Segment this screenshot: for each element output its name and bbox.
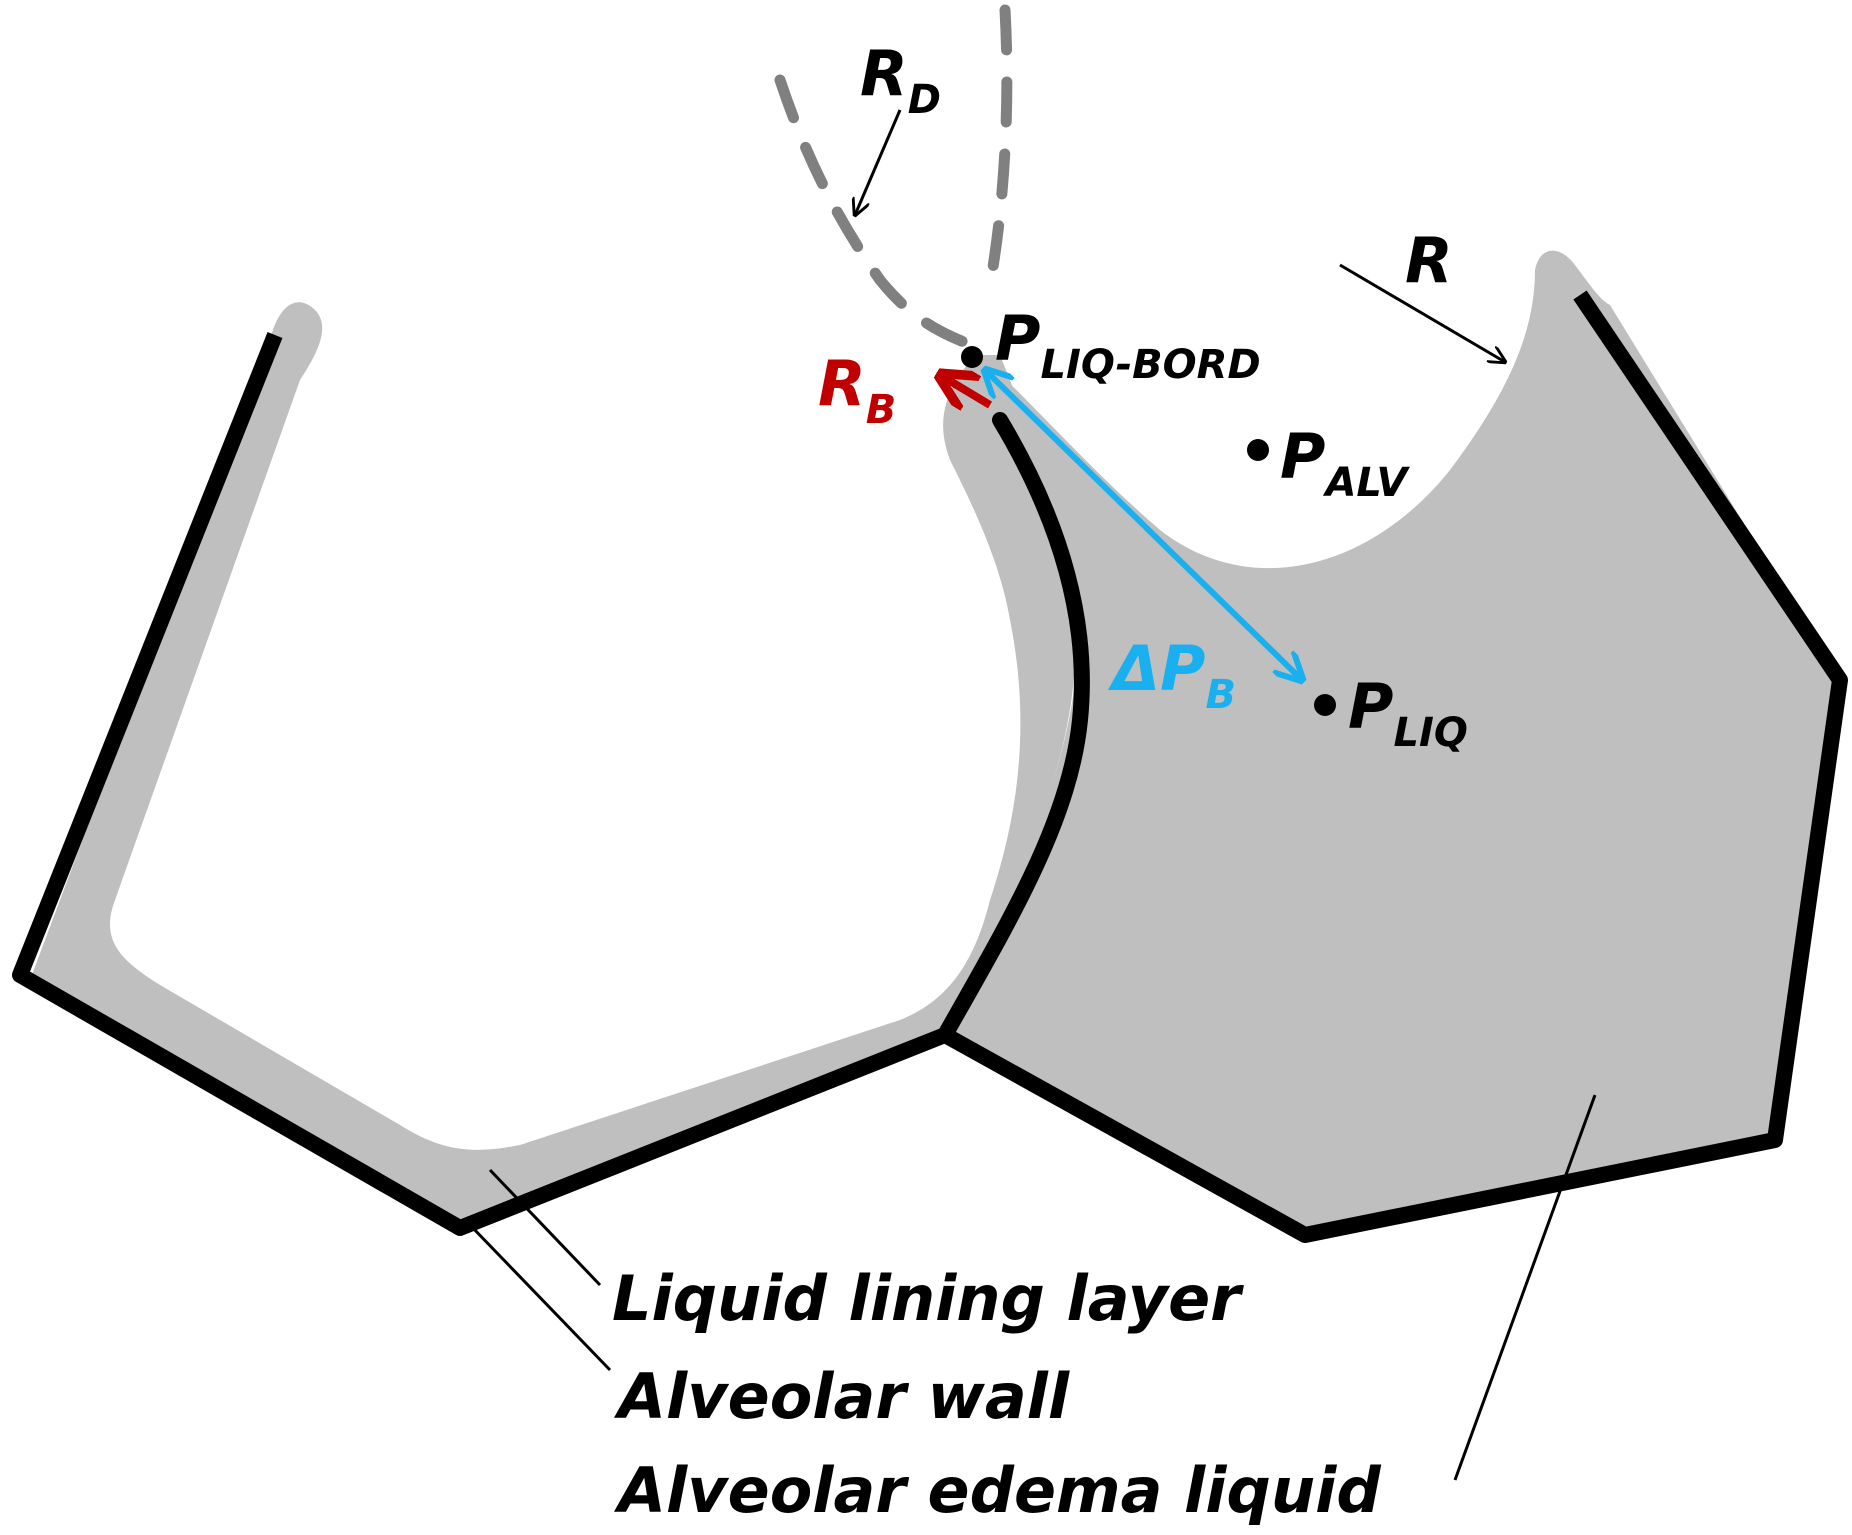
alveolar-wall-leader: [468, 1223, 612, 1372]
liquid-lining-layer-region: [30, 302, 1075, 1225]
legend-alveolar-edema-liquid: Alveolar edema liquid: [613, 1454, 1381, 1527]
dashed-curve-vertical: [984, 4, 1013, 291]
p-liq-bord-point: [961, 346, 983, 368]
p-liq-label: PLIQ: [1348, 670, 1468, 756]
p-alv-label: PALV: [1280, 420, 1410, 506]
alveolar-edema-liquid-leader: [1453, 1094, 1597, 1481]
legend-liquid-lining-layer: Liquid lining layer: [612, 1262, 1244, 1335]
p-alv-point: [1247, 439, 1269, 461]
r-leader-arrow: [1339, 263, 1505, 362]
p-liq-bord-label: PLIQ-BORD: [995, 302, 1261, 388]
alveolar-edema-liquid-region: [945, 250, 1840, 1232]
liquid-lining-layer-leader: [488, 1168, 602, 1287]
delta-p-b-label: ΔPB: [1107, 632, 1236, 718]
r-d-label: RD: [860, 37, 941, 123]
p-liq-point: [1314, 694, 1336, 716]
r-b-label: RB: [818, 347, 896, 433]
delta-p-b-arrow: [985, 370, 1302, 680]
dashed-curve-rd: [774, 74, 991, 356]
legend-alveolar-wall: Alveolar wall: [613, 1360, 1070, 1433]
r-label: R: [1405, 224, 1453, 297]
alveolar-wall-right: [941, 290, 1848, 1243]
r-d-leader-arrow: [855, 109, 902, 215]
alveolar-wall-left: [12, 332, 948, 1236]
